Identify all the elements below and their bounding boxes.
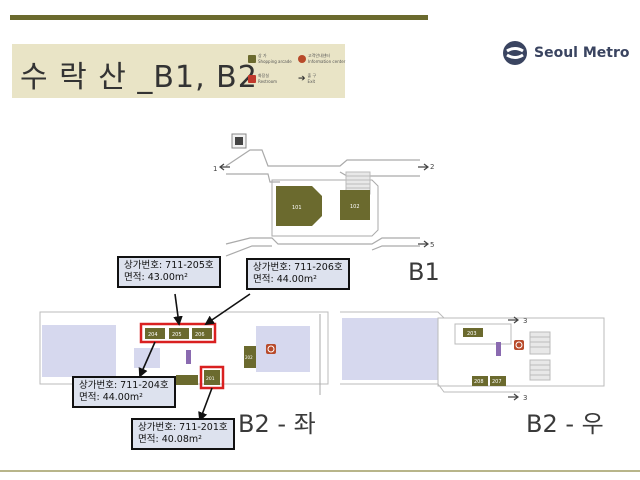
shop-208: [472, 376, 488, 386]
exit-3-bottom-label: 3: [523, 394, 527, 402]
exit-1-arrow-icon: [219, 163, 230, 171]
exit-5-label: 5: [430, 241, 434, 249]
page-title: 수 락 산 _B1, B2: [20, 60, 258, 95]
exit-arrow-icon: ➔: [298, 73, 306, 84]
shop-small-block: [176, 375, 198, 385]
shop-208-label: 208: [474, 379, 484, 385]
leader-204: [138, 341, 156, 378]
shop-201: [204, 370, 220, 385]
shop-204-label: 204: [148, 332, 158, 338]
legend-restroom-label: 화장실: [258, 73, 270, 78]
leader-201: [198, 387, 213, 422]
platform-area-right: [256, 326, 310, 372]
shop-203-label: 203: [467, 331, 477, 337]
platform-area-right-b2: [342, 318, 438, 380]
b2-left-concourse: 204 205 206 202 201: [39, 311, 329, 395]
legend-restroom-sub: Restroom: [258, 79, 278, 84]
leader-lines: [138, 293, 251, 422]
elevator-symbol: [235, 137, 243, 145]
top-accent-bar: [10, 15, 428, 20]
callout-206-area: 면적: 44.00m²: [253, 274, 317, 285]
callout-201-area: 면적: 40.08m²: [138, 434, 202, 445]
shop-202-label: 202: [245, 355, 253, 360]
shop-102-label: 102: [350, 204, 360, 210]
callout-shop-205: 상가번호: 711-205호 면적: 43.00m²: [117, 256, 221, 288]
restroom-icon: [186, 350, 191, 364]
shop-207: [490, 376, 506, 386]
shop-101-label: 101: [292, 205, 302, 211]
level-label-b1: B1: [408, 258, 440, 286]
platform-area-left: [42, 325, 116, 377]
restroom-icon: [248, 74, 256, 83]
seoul-metro-logo-icon: [503, 41, 527, 65]
callout-205-number: 상가번호: 711-205호: [124, 260, 214, 271]
leader-205: [173, 293, 183, 326]
exit-2-arrow-icon: [418, 163, 429, 171]
legend-info-label: 고객안내센터: [308, 53, 331, 58]
exit-5-arrow-icon: [418, 240, 429, 248]
exit-1-label: 1: [213, 165, 217, 173]
seoul-metro-logo: Seoul Metro: [502, 40, 629, 66]
info-center-icon: [514, 340, 524, 350]
exit-3-top-arrow-icon: [508, 316, 519, 324]
shop-206: [192, 328, 212, 339]
platform-area-mid: [134, 348, 160, 368]
shop-204: [145, 328, 165, 339]
shop-201-label: 201: [206, 376, 215, 382]
shop-205: [169, 328, 189, 339]
bottom-divider: [0, 470, 640, 472]
shop-icon: [248, 54, 256, 63]
callout-205-area: 면적: 43.00m²: [124, 272, 188, 283]
logo-text: Seoul Metro: [534, 45, 630, 61]
exit-3-bottom-arrow-icon: [508, 393, 519, 401]
info-center-icon: [266, 344, 276, 354]
exit-2-label: 2: [430, 163, 434, 171]
b1-concourse: 101 102 1 2 5: [213, 133, 434, 257]
info-center-icon: [298, 54, 306, 63]
callout-201-number: 상가번호: 711-201호: [138, 422, 228, 433]
legend-exit-sub: Exit: [307, 79, 316, 84]
shop-102: [340, 190, 370, 220]
shop-205-label: 205: [172, 332, 182, 338]
legend-shopping-sub: Shopping arcade: [258, 59, 292, 64]
shop-202: [244, 346, 256, 368]
legend-shopping-label: 상 가: [258, 53, 267, 58]
callout-206-number: 상가번호: 711-206호: [253, 262, 343, 273]
b2-right-concourse: 203 208 207 3 3: [340, 311, 605, 402]
shop-101: [276, 186, 322, 226]
exit-3-top-label: 3: [523, 317, 527, 325]
shop-203: [463, 328, 483, 337]
restroom-icon: [496, 342, 501, 356]
shop-206-label: 206: [195, 332, 205, 338]
callout-shop-204: 상가번호: 711-204호 면적: 44.00m²: [72, 376, 176, 408]
legend-info-sub: Information center: [308, 59, 346, 64]
callout-204-area: 면적: 44.00m²: [79, 392, 143, 403]
level-label-b2-right: B2 - 우: [526, 410, 604, 438]
level-label-b2-left: B2 - 좌: [238, 410, 316, 438]
shop-207-label: 207: [492, 379, 502, 385]
callout-204-number: 상가번호: 711-204호: [79, 380, 169, 391]
legend-exit-label: 출 구: [307, 73, 317, 78]
callout-shop-206: 상가번호: 711-206호 면적: 44.00m²: [246, 258, 350, 290]
leader-206: [204, 293, 251, 326]
callout-shop-201: 상가번호: 711-201호 면적: 40.08m²: [131, 418, 235, 450]
